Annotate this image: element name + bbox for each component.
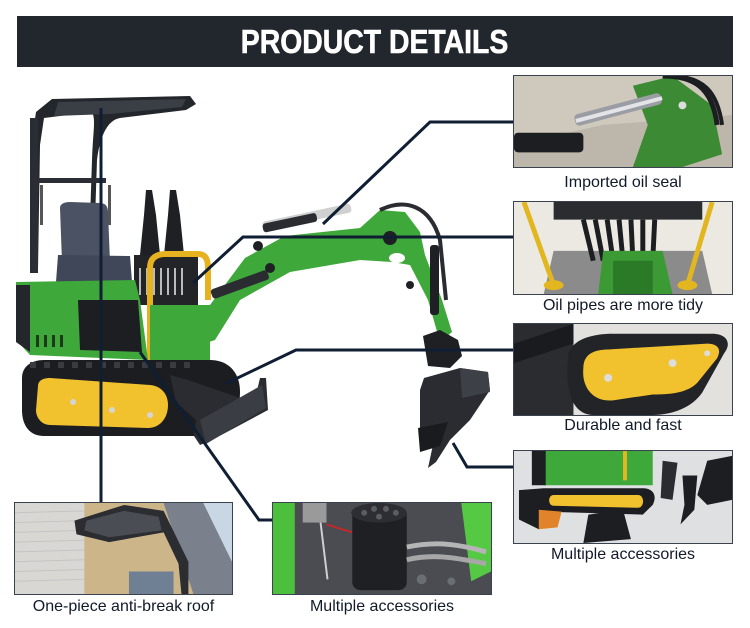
caption-roof: One-piece anti-break roof: [32, 598, 215, 615]
caption-accessories-right: Multiple accessories: [550, 546, 696, 563]
caption-tracks: Durable and fast: [564, 417, 682, 434]
caption-oil-seal: Imported oil seal: [564, 174, 682, 191]
hydraulic-cylinder-photo: [513, 75, 733, 168]
caption-accessories-bottom: Multiple accessories: [309, 598, 455, 615]
caption-oil-pipes: Oil pipes are more tidy: [542, 297, 704, 314]
header-banner: PRODUCT DETAILS: [17, 16, 733, 67]
rubber-track-photo: [513, 323, 733, 416]
hydraulic-motor-photo: [272, 502, 492, 595]
page-title: PRODUCT DETAILS: [241, 22, 509, 60]
bucket-attachments-photo: [513, 450, 733, 544]
canopy-roof-photo: [14, 502, 233, 595]
excavator-illustration: [16, 96, 490, 468]
hydraulic-hoses-photo: [513, 201, 733, 295]
